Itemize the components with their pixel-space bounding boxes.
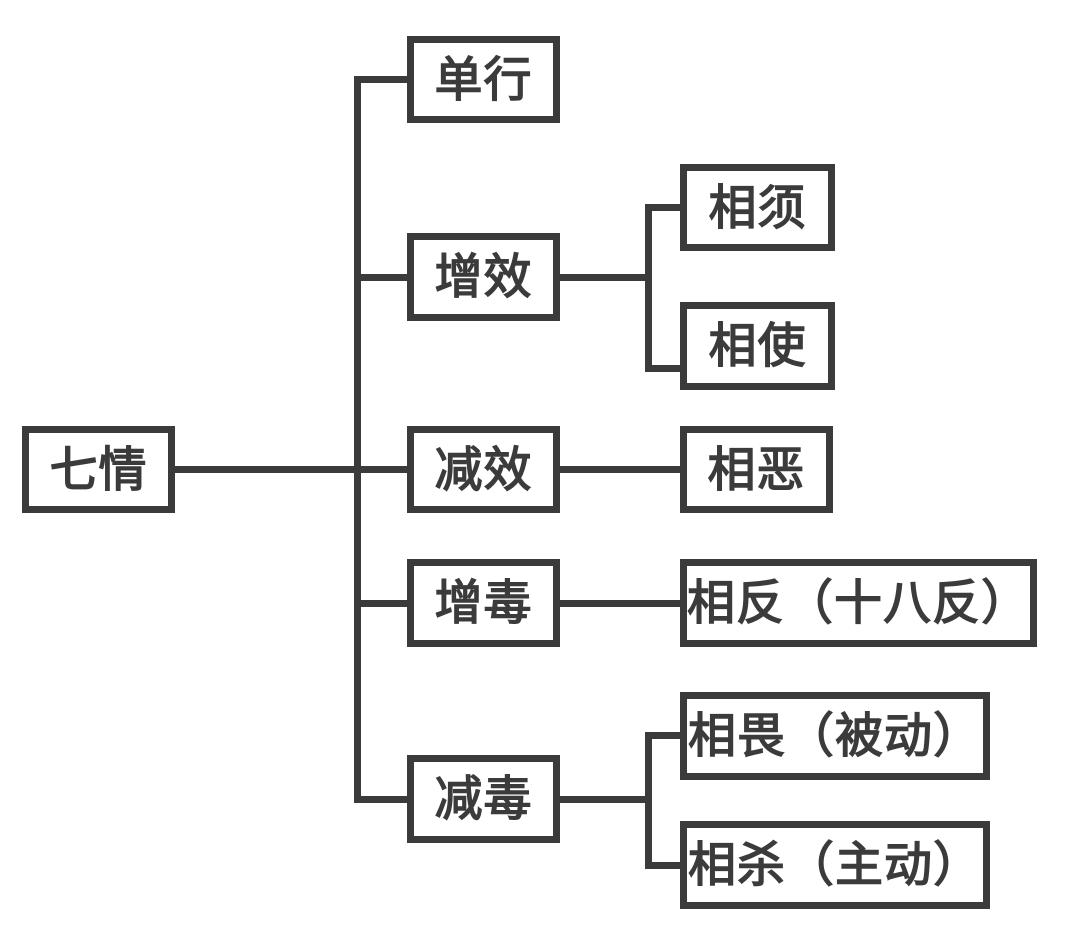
connector-zengxiao-to-branch (557, 274, 648, 281)
connector-branch-to-xiangsha (645, 862, 683, 869)
node-xiange: 相恶 (680, 426, 833, 513)
node-danxing: 单行 (407, 36, 560, 123)
node-qiqing: 七情 (22, 426, 175, 513)
connector-branch-to-xiangshi (645, 365, 683, 372)
jiandu-branch-vertical (645, 732, 652, 869)
connector-branch-to-xiangxu (645, 204, 683, 211)
node-xiangxu: 相须 (680, 164, 835, 251)
connector-trunk-to-danxing (354, 76, 410, 83)
node-xiangsha: 相杀（主动） (680, 821, 990, 909)
connector-trunk-to-zengxiao (354, 274, 410, 281)
node-xiangwei: 相畏（被动） (680, 692, 990, 780)
connector-jiandu-to-branch (557, 796, 648, 803)
connector-jianxiao-to-xiange (557, 466, 683, 473)
connector-zengdu-to-xiangfan (557, 600, 683, 607)
node-zengxiao: 增效 (407, 233, 560, 321)
connector-trunk-to-zengdu (354, 600, 410, 607)
node-zengdu: 增毒 (407, 559, 560, 647)
node-xiangfan: 相反（十八反） (680, 559, 1037, 647)
connector-root-to-trunk (172, 466, 410, 473)
node-xiangshi: 相使 (680, 302, 835, 390)
node-jiandu: 减毒 (407, 755, 560, 843)
trunk-vertical-line (354, 76, 361, 803)
node-jianxiao: 减效 (407, 426, 560, 513)
zengxiao-branch-vertical (645, 204, 652, 372)
connector-branch-to-xiangwei (645, 732, 683, 739)
connector-trunk-to-jiandu (354, 796, 410, 803)
